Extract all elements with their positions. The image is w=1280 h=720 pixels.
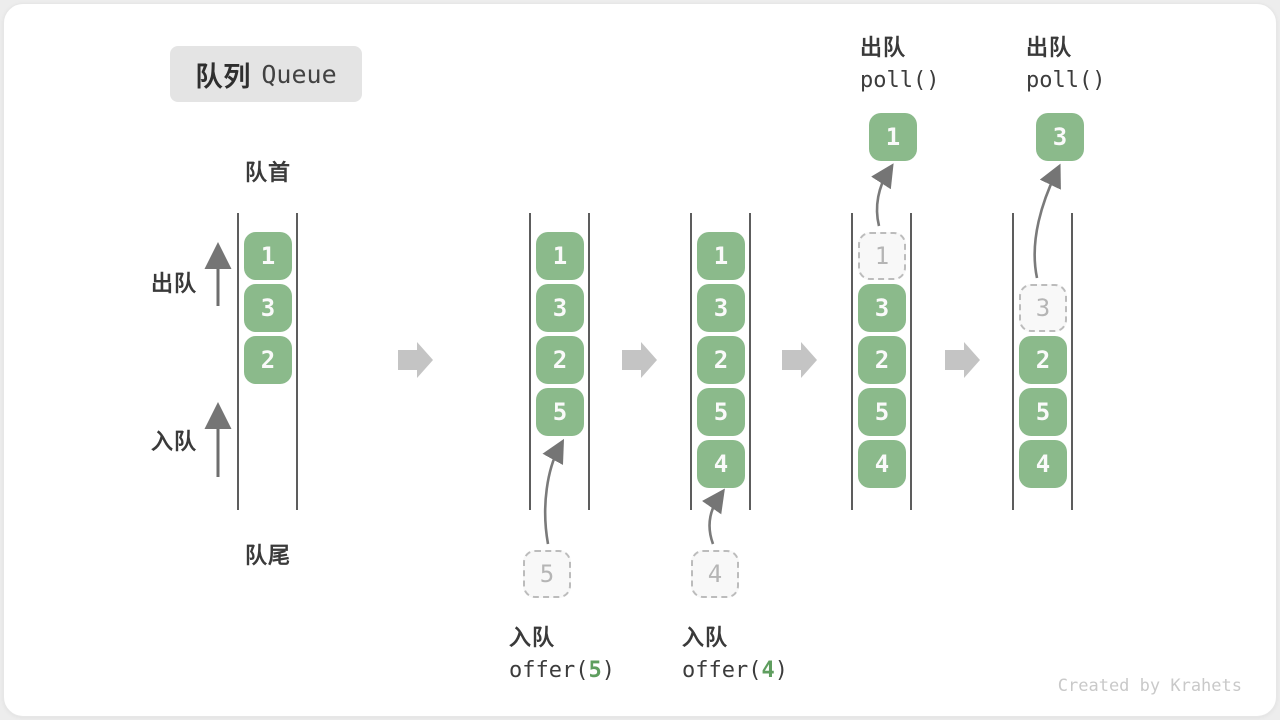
queue-rear-label: 队尾: [244, 543, 291, 568]
queue-state-1: 1 3 2: [237, 213, 298, 510]
diagram-card: [3, 3, 1277, 717]
poll-code-label: poll(): [1026, 68, 1106, 93]
title-en: Queue: [261, 59, 337, 89]
poll-code-label: poll(): [860, 68, 940, 93]
queue-state-5: 3 2 5 4: [1012, 213, 1073, 510]
queue-cell-removed: 3: [1019, 284, 1067, 332]
queue-cell: 1: [244, 232, 292, 280]
queue-cell: 2: [697, 336, 745, 384]
queue-cell: 3: [536, 284, 584, 332]
offer-caption-2: 入队 offer(4): [682, 620, 788, 683]
poll-caption-1: 出队 poll(): [860, 30, 939, 93]
queue-cell: 5: [858, 388, 906, 436]
offer-caption-1: 入队 offer(5): [509, 620, 615, 683]
queue-cell: 4: [1019, 440, 1067, 488]
dequeue-label: 出队: [151, 271, 198, 296]
queue-cell: 4: [697, 440, 745, 488]
poll-caption-2: 出队 poll(): [1026, 30, 1105, 93]
queue-state-2: 1 3 2 5: [529, 213, 590, 510]
queue-cell: 1: [697, 232, 745, 280]
title-zh: 队列: [195, 61, 252, 92]
queue-front-label: 队首: [244, 160, 291, 185]
offer-code-label: offer(5): [509, 658, 615, 683]
title-badge: 队列 Queue: [170, 46, 362, 102]
incoming-element: 4: [691, 550, 739, 598]
queue-cell-removed: 1: [858, 232, 906, 280]
enqueue-action-label: 入队: [509, 625, 556, 650]
queue-cell: 3: [858, 284, 906, 332]
queue-cell: 2: [1019, 336, 1067, 384]
dequeue-action-label: 出队: [860, 35, 907, 60]
offer-arg: 4: [761, 658, 775, 683]
queue-cell: 3: [697, 284, 745, 332]
queue-cell: 2: [244, 336, 292, 384]
incoming-element: 5: [523, 550, 571, 598]
queue-cell: 1: [536, 232, 584, 280]
queue-cell: 2: [536, 336, 584, 384]
popped-element: 1: [869, 113, 917, 161]
queue-cell: 2: [858, 336, 906, 384]
queue-state-4: 1 3 2 5 4: [851, 213, 912, 510]
popped-element: 3: [1036, 113, 1084, 161]
offer-code-label: offer(4): [682, 658, 788, 683]
queue-cell: 5: [1019, 388, 1067, 436]
queue-cell: 3: [244, 284, 292, 332]
enqueue-label: 入队: [151, 429, 198, 454]
queue-cell: 4: [858, 440, 906, 488]
enqueue-action-label: 入队: [682, 625, 729, 650]
queue-cell: 5: [697, 388, 745, 436]
queue-cell: 5: [536, 388, 584, 436]
offer-arg: 5: [588, 658, 602, 683]
watermark: Created by Krahets: [1057, 676, 1242, 696]
queue-state-3: 1 3 2 5 4: [690, 213, 751, 510]
dequeue-action-label: 出队: [1026, 35, 1073, 60]
